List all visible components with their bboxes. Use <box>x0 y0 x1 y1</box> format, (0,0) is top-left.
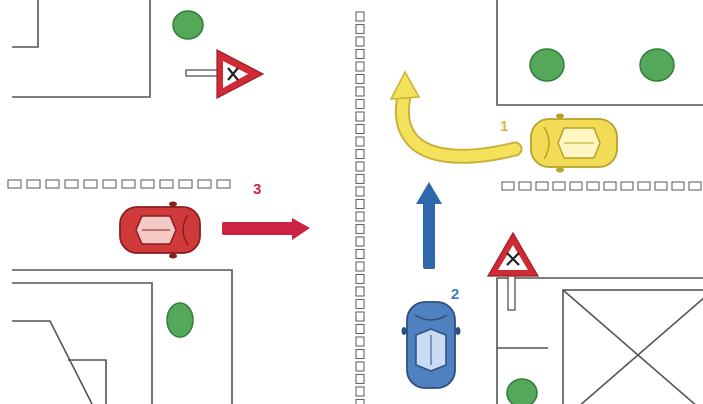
crosswalk-stripe <box>64 179 79 189</box>
car-1-label: 1 <box>500 118 508 135</box>
crosswalk-stripe <box>586 181 600 191</box>
tree-top-right-b <box>639 48 675 82</box>
crosswalk-stripe <box>569 181 583 191</box>
crosswalk-stripe <box>637 181 651 191</box>
crosswalk-stripe <box>83 179 98 189</box>
crosswalk-stripe <box>216 179 231 189</box>
block-bottom-left-inner-b <box>12 320 93 404</box>
crosswalk-stripe <box>355 136 365 147</box>
crosswalk-stripe <box>355 123 365 135</box>
crosswalk-stripe <box>140 179 155 189</box>
car-2-blue <box>401 301 461 389</box>
car-2-label: 2 <box>451 286 459 303</box>
car-1-yellow <box>530 113 618 173</box>
crosswalk-right <box>501 181 702 191</box>
crosswalk-stripe <box>355 386 365 397</box>
crosswalk-stripe <box>355 373 365 385</box>
yield-sign-bottom-right <box>486 231 540 311</box>
crosswalk-stripe <box>552 181 566 191</box>
crosswalk-stripe <box>355 73 365 85</box>
road-edges <box>12 0 703 404</box>
crosswalk-stripe <box>355 223 365 235</box>
crosswalk-stripe <box>197 179 212 189</box>
crosswalk-stripe <box>355 323 365 335</box>
crosswalk-stripe <box>688 181 702 191</box>
crosswalk-stripe <box>654 181 668 191</box>
crosswalk-stripe <box>26 179 41 189</box>
cross-icon <box>227 67 239 81</box>
car-3-red <box>119 201 201 259</box>
crosswalk-stripe <box>355 98 365 110</box>
crosswalk-stripe <box>535 181 549 191</box>
crosswalk-stripe <box>355 236 365 247</box>
crosswalk-stripe <box>159 179 174 189</box>
crosswalk-stripe <box>355 398 365 404</box>
block-bottom-left-edge <box>12 269 233 404</box>
crosswalk-stripe <box>355 261 365 272</box>
yield-sign-top-left <box>185 49 265 99</box>
crosswalk-stripe <box>355 86 365 97</box>
crosswalk-stripe <box>355 361 365 372</box>
crosswalk-stripe <box>355 211 365 222</box>
tree-bottom-right <box>506 378 538 404</box>
crosswalk-stripe <box>121 179 136 189</box>
block-top-left-inner <box>12 0 39 48</box>
crosswalk-stripe <box>355 11 365 22</box>
block-top-left-edge <box>12 0 151 98</box>
crosswalk-stripe <box>355 161 365 172</box>
tree-bottom-left <box>166 302 194 338</box>
crosswalk-stripe <box>355 61 365 72</box>
crosswalk-stripe <box>355 198 365 210</box>
building-bottom-right <box>562 289 703 404</box>
crosswalk-stripe <box>355 186 365 197</box>
car-3-label: 3 <box>253 181 261 198</box>
crosswalk-stripe <box>603 181 617 191</box>
tree-top-left <box>172 10 204 40</box>
tree-top-right-a <box>529 48 565 82</box>
crosswalk-stripe <box>355 311 365 322</box>
crosswalk-stripe <box>45 179 60 189</box>
crosswalk-stripe <box>671 181 685 191</box>
crosswalk-stripe <box>355 148 365 160</box>
crosswalk-stripe <box>102 179 117 189</box>
crosswalk-stripe <box>355 48 365 60</box>
arrow-car-1-left-turn <box>389 70 523 164</box>
crosswalk-stripe <box>501 181 515 191</box>
crosswalk-stripe <box>355 273 365 285</box>
arrow-car-2-straight <box>416 182 442 269</box>
block-bottom-right-edge <box>496 277 703 404</box>
crosswalk-stripe <box>178 179 193 189</box>
crosswalk-stripe <box>355 336 365 347</box>
crosswalk-left <box>7 179 231 189</box>
arrow-car-3-straight <box>222 218 310 240</box>
crosswalk-stripe <box>518 181 532 191</box>
crosswalk-stripe <box>355 348 365 360</box>
crosswalk-stripe <box>620 181 634 191</box>
crosswalk-stripe <box>355 286 365 297</box>
crosswalk-stripe <box>355 298 365 310</box>
crosswalk-stripe <box>355 248 365 260</box>
cross-icon <box>506 252 520 266</box>
crosswalk-stripe <box>355 36 365 47</box>
crosswalk-stripe <box>355 173 365 185</box>
block-bottom-left-inner-a <box>12 282 153 404</box>
crosswalk-vertical <box>355 11 365 404</box>
crosswalk-stripe <box>355 111 365 122</box>
crosswalk-stripe <box>355 23 365 35</box>
block-top-right-edge <box>496 0 703 106</box>
crosswalk-stripe <box>7 179 22 189</box>
block-bottom-left-inner-c <box>68 359 107 404</box>
